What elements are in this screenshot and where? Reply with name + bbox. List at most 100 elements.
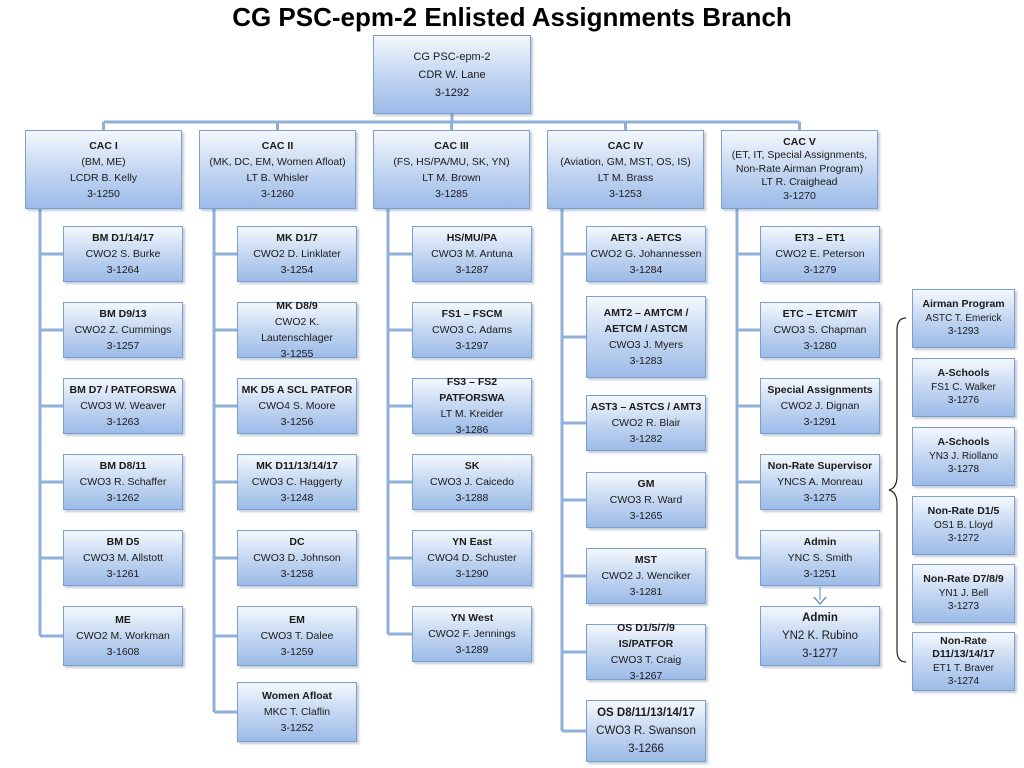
box-name: YN3 J. Riollano — [929, 450, 998, 462]
box-phone: 3-1281 — [629, 586, 663, 598]
box-title: MK D8/9 — [276, 300, 318, 312]
box-title: Admin — [802, 612, 838, 624]
box-phone: 3-1254 — [280, 264, 314, 276]
box-title: BM D9/13 — [99, 308, 147, 320]
box-title: FS1 – FSCM — [441, 308, 503, 320]
arrow-down-icon — [813, 596, 827, 606]
page-title: CG PSC-epm-2 Enlisted Assignments Branch — [232, 2, 792, 32]
box-phone: 3-1279 — [803, 264, 837, 276]
box-title: AET3 - AETCS — [610, 232, 682, 244]
box-phone: 3-1286 — [455, 424, 489, 436]
box-name: CWO3 M. Antuna — [431, 248, 513, 260]
box-name: CWO2 F. Jennings — [428, 628, 516, 640]
box-phone: 3-1275 — [803, 492, 837, 504]
box-title: GM — [637, 478, 655, 490]
box-name: LT M. Brown — [422, 171, 481, 184]
box-name: FS1 C. Walker — [931, 381, 996, 393]
box-name: CWO3 W. Weaver — [80, 400, 166, 412]
box-title: ETC – ETCM/IT — [782, 308, 858, 320]
box-phone: 3-1251 — [803, 568, 837, 580]
box-name: LT R. Craighead — [761, 176, 838, 189]
box-name: CWO3 T. Dalee — [260, 630, 334, 642]
box-name: LT M. Brass — [597, 171, 654, 184]
box-phone: 3-1260 — [261, 187, 294, 200]
box-name: CWO3 S. Chapman — [773, 324, 867, 336]
box-name: CWO3 C. Haggerty — [251, 476, 343, 488]
box-name: CWO2 D. Linklater — [253, 248, 341, 260]
box-title: MK D5 A SCL PATFOR — [241, 384, 353, 396]
box-title: FS3 – FS2 PATFORSWA — [439, 376, 505, 404]
box-phone: 3-1283 — [629, 355, 663, 367]
box-name: LT M. Kreider — [440, 408, 504, 420]
box-phone: 3-1253 — [609, 187, 642, 200]
box-desc: (FS, HS/PA/MU, SK, YN) — [393, 155, 510, 168]
box-phone: 3-1256 — [280, 416, 314, 428]
assignment-box: FS3 – FS2 PATFORSWA LT M. Kreider 3-1286 — [412, 376, 532, 436]
box-title: AMT2 – AMTCM / AETCM / ASTCM — [603, 307, 689, 335]
box-title: Women Afloat — [262, 690, 332, 702]
box-title: CAC I — [89, 139, 118, 152]
box-name: CWO2 K. Lautenschlager — [261, 316, 333, 344]
box-name: CWO3 R. Swanson — [596, 725, 696, 737]
box-title: CAC II — [261, 139, 294, 152]
box-phone: 3-1291 — [803, 416, 837, 428]
box-title: HS/MU/PA — [446, 232, 498, 244]
box-name: CWO3 D. Johnson — [253, 552, 341, 564]
box-phone: 3-1261 — [106, 568, 140, 580]
box-name: CWO3 C. Adams — [432, 324, 512, 336]
box-phone: 3-1288 — [455, 492, 489, 504]
box-title: EM — [289, 614, 305, 626]
box-desc: (ET, IT, Special Assignments, Non-Rate A… — [731, 149, 868, 175]
box-title: Airman Program — [922, 298, 1005, 311]
box-phone: 3-1262 — [106, 492, 140, 504]
box-name: CWO3 M. Allstott — [83, 552, 163, 564]
box-phone: 3-1267 — [629, 670, 663, 682]
box-phone: 3-1266 — [628, 743, 664, 755]
box-title: BM D8/11 — [99, 460, 147, 472]
box-phone: 3-1277 — [802, 648, 838, 660]
box-title: CAC IV — [607, 139, 644, 152]
box-phone: 3-1248 — [280, 492, 314, 504]
box-phone: 3-1270 — [783, 189, 816, 202]
box-phone: 3-1293 — [947, 326, 980, 338]
box-title: ME — [115, 614, 131, 626]
box-desc: (BM, ME) — [81, 155, 126, 168]
cac-head-box: CAC III(FS, HS/PA/MU, SK, YN)LT M. Brown… — [373, 130, 530, 209]
box-title: Non-Rate D7/8/9 — [923, 573, 1004, 586]
box-name: LT B. Whisler — [246, 171, 309, 184]
cac-head-box: CAC V(ET, IT, Special Assignments, Non-R… — [721, 130, 878, 209]
box-desc: (Aviation, GM, MST, OS, IS) — [560, 155, 691, 168]
box-title: Special Assignments — [767, 384, 873, 396]
box-phone: 3-1276 — [947, 395, 980, 407]
box-title: Admin — [803, 536, 837, 548]
box-name: CWO2 E. Peterson — [775, 248, 865, 260]
box-name: ET1 T. Braver — [933, 662, 994, 674]
box-name: CWO3 R. Ward — [609, 494, 683, 506]
box-phone: 3-1284 — [629, 264, 663, 276]
box-phone: 3-1252 — [280, 722, 314, 734]
box-phone: 3-1257 — [106, 340, 140, 352]
box-name: CWO2 R. Blair — [611, 417, 681, 429]
